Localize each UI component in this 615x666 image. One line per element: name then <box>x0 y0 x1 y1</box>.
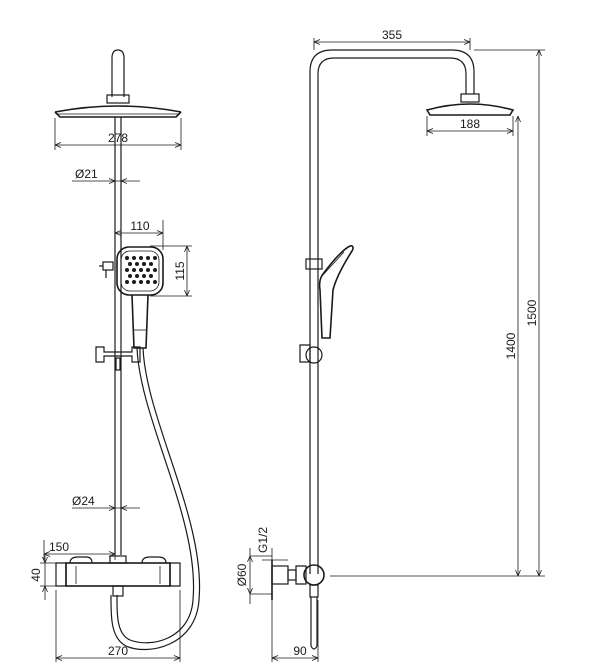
dim-label-d21: Ø21 <box>75 167 98 181</box>
dimension-arm-length: 355 <box>313 28 471 50</box>
side-riser-and-arm <box>309 49 475 574</box>
dimension-total-height: 1500 <box>330 49 545 577</box>
dim-label-270: 270 <box>108 644 128 658</box>
spray-nozzles <box>125 256 157 284</box>
front-riser-pipe <box>114 117 122 555</box>
dim-label-d24: Ø24 <box>72 494 95 508</box>
dimension-front-pipe-top: Ø21 <box>72 167 140 184</box>
dim-label-d60: Ø60 <box>235 563 249 586</box>
dim-label-1500: 1500 <box>525 299 539 326</box>
front-shower-head <box>54 105 182 118</box>
dimension-valve-length: 270 <box>55 590 181 662</box>
dim-label-90: 90 <box>293 644 307 658</box>
dim-label-1400: 1400 <box>504 332 518 359</box>
front-top-connector <box>106 49 130 104</box>
dim-label-115: 115 <box>173 261 187 280</box>
dimension-valve-width: 150 <box>43 540 116 560</box>
side-view: 355 188 1500 1400 <box>235 28 545 662</box>
dim-label-40: 40 <box>29 568 43 582</box>
front-view: 278 Ø21 110 115 <box>29 49 201 662</box>
dimension-handshower-width: 110 <box>114 219 164 250</box>
front-hand-shower <box>99 246 164 349</box>
side-hand-shower <box>299 245 354 364</box>
dimension-escutcheon-diameter: Ø60 <box>235 548 272 604</box>
dimension-wall-distance: 90 <box>271 600 319 662</box>
dimension-front-head-diameter: 278 <box>54 118 182 150</box>
dim-label-355: 355 <box>382 28 402 42</box>
dim-label-278: 278 <box>108 131 128 145</box>
dimension-inlet-thread: G1/2 <box>256 527 288 561</box>
dimension-front-pipe-bottom: Ø24 <box>72 494 140 511</box>
side-shower-head <box>425 93 515 116</box>
side-wall-outlet <box>271 560 325 650</box>
dim-label-188: 188 <box>460 117 480 131</box>
dimension-handshower-height: 115 <box>150 245 192 297</box>
dim-label-150: 150 <box>49 540 69 554</box>
dimension-handshower-height: 1400 <box>504 115 521 577</box>
front-holder-bracket <box>95 346 141 371</box>
dimension-side-head-diameter: 188 <box>426 116 514 136</box>
dimension-valve-height: 40 <box>29 555 66 600</box>
dim-label-g12: G1/2 <box>256 527 270 553</box>
front-hose <box>110 347 201 650</box>
front-thermostatic-valve <box>55 555 181 597</box>
dim-label-110: 110 <box>130 219 149 233</box>
